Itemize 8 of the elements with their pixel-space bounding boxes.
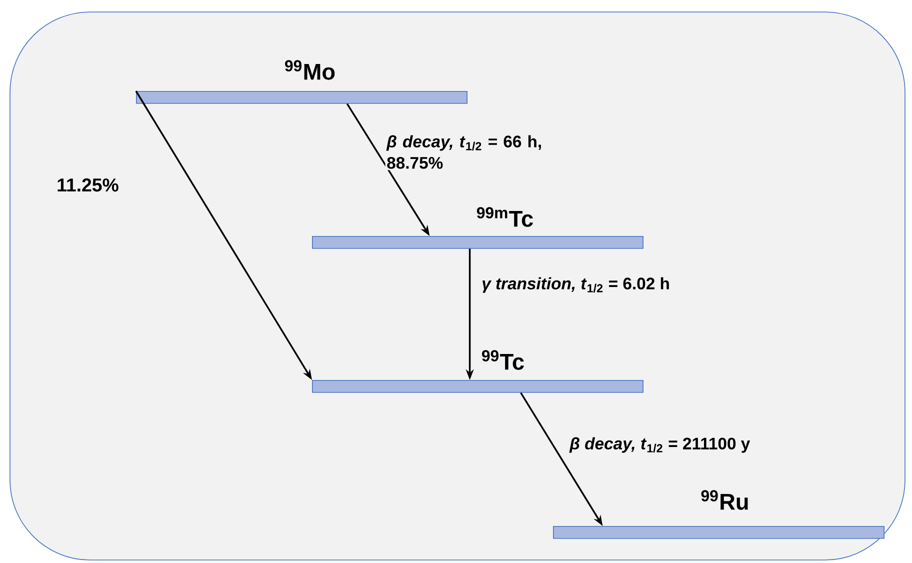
- edge-label: β decay, t$_{1/2}$ = 211100 y: [568, 436, 752, 454]
- edge-label: γ transition, t$_{1/2}$ = 6.02 h: [480, 276, 672, 294]
- level-label: $^{99}$Tc: [482, 350, 524, 370]
- level-label: $^{99}$Mo: [285, 60, 335, 80]
- edge-label: β decay, t$_{1/2}$ = 66 h, 88.75%: [385, 134, 546, 170]
- level-label: $^{99}$Ru: [701, 490, 748, 510]
- edge-label: 11.25%: [55, 177, 120, 193]
- level-label: $^{99m}$Tc: [476, 207, 533, 227]
